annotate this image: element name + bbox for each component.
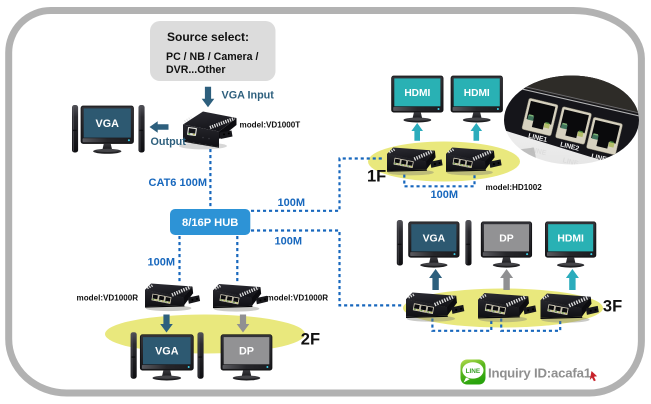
- svg-text:DP: DP: [499, 234, 514, 245]
- svg-text:100M: 100M: [275, 236, 303, 248]
- svg-text:1F: 1F: [367, 168, 386, 186]
- svg-text:DVR...Other: DVR...Other: [166, 64, 225, 76]
- svg-text:model:VD1000R: model:VD1000R: [77, 294, 139, 303]
- svg-text:LINE1: LINE1: [527, 133, 548, 144]
- svg-text:HDMI: HDMI: [464, 88, 490, 99]
- svg-text:HDMI: HDMI: [557, 234, 584, 245]
- svg-text:LINE: LINE: [466, 368, 481, 375]
- svg-text:VGA Input: VGA Input: [222, 89, 275, 101]
- svg-text:Inquiry ID:acafa1: Inquiry ID:acafa1: [488, 366, 591, 381]
- svg-text:LINE: LINE: [562, 157, 579, 168]
- svg-text:LINE3: LINE3: [590, 153, 611, 164]
- svg-text:100M: 100M: [148, 257, 176, 269]
- svg-text:model:VD1000T: model:VD1000T: [240, 121, 301, 130]
- svg-text:CAT6 100M: CAT6 100M: [149, 177, 207, 189]
- svg-text:VGA: VGA: [155, 346, 179, 358]
- svg-text:Output: Output: [151, 136, 187, 148]
- svg-text:LINE2: LINE2: [559, 141, 580, 152]
- svg-text:3F: 3F: [603, 298, 622, 316]
- svg-text:100M: 100M: [278, 197, 306, 209]
- svg-text:Source select:: Source select:: [167, 30, 249, 44]
- svg-text:HDMI: HDMI: [404, 88, 430, 99]
- svg-text:VGA: VGA: [96, 118, 120, 130]
- svg-text:VGA: VGA: [423, 234, 446, 245]
- svg-text:model:HD1002: model:HD1002: [486, 183, 543, 192]
- svg-text:2F: 2F: [301, 331, 320, 349]
- svg-text:DP: DP: [239, 346, 254, 358]
- svg-text:LINE: LINE: [530, 147, 547, 158]
- svg-text:PC / NB / Camera /: PC / NB / Camera /: [166, 51, 258, 63]
- svg-text:model:VD1000R: model:VD1000R: [267, 294, 329, 303]
- svg-text:100M: 100M: [431, 189, 459, 201]
- svg-text:8/16P HUB: 8/16P HUB: [182, 217, 238, 229]
